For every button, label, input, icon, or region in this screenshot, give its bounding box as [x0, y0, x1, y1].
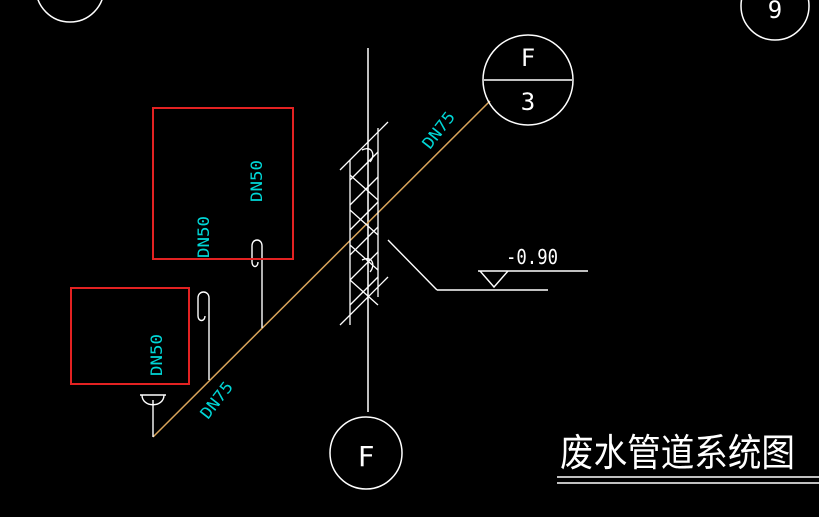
elevation-leader [387, 239, 588, 291]
branch-pipe-middle [197, 291, 210, 380]
partial-grid-bubble-label: 9 [768, 0, 782, 24]
dn75-label-upper: DN75 [418, 108, 459, 153]
grid-bubble-f-over-3 [482, 34, 574, 126]
drawing-title: 废水管道系统图 [560, 431, 795, 475]
highlight-box-upper [152, 107, 294, 260]
partial-grid-bubble-top-left [37, 0, 103, 23]
wall-hatch [339, 121, 389, 326]
grid-bubble-f-over-3-top: F [521, 44, 535, 72]
floor-drain-left [140, 394, 166, 437]
elevation-value: -0.90 [506, 245, 558, 269]
grid-bubble-f-bottom [329, 416, 403, 490]
grid-bubble-f-bottom-label: F [358, 440, 375, 473]
dn75-label-lower: DN75 [196, 378, 237, 423]
highlight-box-lower [70, 287, 190, 385]
dn50-label-right: DN50 [247, 160, 266, 202]
grid-bubble-f-over-3-bottom: 3 [521, 88, 535, 116]
dn50-label-middle: DN50 [194, 216, 213, 258]
main-drain-pipe [152, 100, 491, 438]
dn50-label-left: DN50 [147, 334, 166, 376]
partial-grid-bubble-top-right [740, 0, 810, 41]
branch-pipe-right [251, 239, 263, 328]
